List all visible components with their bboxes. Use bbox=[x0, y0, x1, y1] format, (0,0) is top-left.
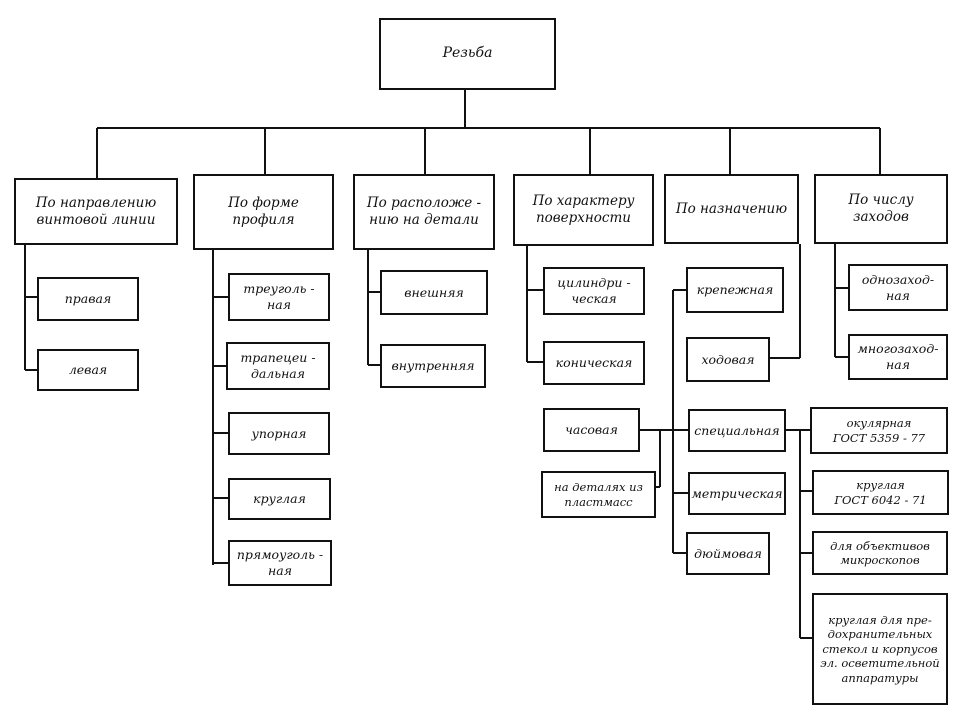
leaf-triangular: треуголь - ная bbox=[228, 273, 330, 321]
category-profile: По форме профиля bbox=[193, 174, 334, 250]
leaf-lead-screw: ходовая bbox=[686, 337, 770, 382]
leaf-eyepiece: окулярная ГОСТ 5359 - 77 bbox=[810, 407, 948, 454]
leaf-left-hand: левая bbox=[37, 349, 139, 391]
leaf-protective-glass: круглая для пре- дохранительных стекол и… bbox=[812, 593, 948, 705]
category-direction: По направлению винтовой линии bbox=[14, 178, 178, 245]
category-location: По расположе - нию на детали bbox=[353, 174, 495, 250]
leaf-round: круглая bbox=[228, 478, 331, 520]
leaf-metric: метрическая bbox=[688, 472, 786, 515]
leaf-buttress: упорная bbox=[228, 412, 330, 455]
root-node: Резьба bbox=[379, 18, 556, 90]
leaf-conical: коническая bbox=[543, 341, 645, 385]
leaf-external: внешняя bbox=[380, 270, 488, 315]
leaf-cylindrical: цилиндри - ческая bbox=[543, 267, 645, 315]
leaf-special: специальная bbox=[688, 409, 786, 452]
leaf-inch: дюймовая bbox=[686, 532, 770, 575]
leaf-rectangular: прямоуголь - ная bbox=[228, 540, 332, 586]
leaf-internal: внутренняя bbox=[380, 344, 486, 388]
category-purpose: По назначению bbox=[664, 174, 799, 244]
leaf-right-hand: правая bbox=[37, 277, 139, 321]
category-surface: По характеру поверхности bbox=[513, 174, 654, 246]
leaf-trapezoidal: трапецеи - дальная bbox=[226, 342, 330, 390]
category-starts: По числу заходов bbox=[814, 174, 948, 244]
leaf-single-start: однозаход- ная bbox=[848, 264, 948, 311]
leaf-round-gost: круглая ГОСТ 6042 - 71 bbox=[812, 470, 949, 515]
leaf-plastic-parts: на деталях из пластмасс bbox=[541, 471, 656, 518]
leaf-multi-start: многозаход- ная bbox=[848, 334, 948, 380]
leaf-fastening: крепежная bbox=[686, 267, 784, 313]
leaf-clock: часовая bbox=[543, 408, 640, 452]
leaf-microscope-objectives: для объективов микроскопов bbox=[812, 531, 948, 575]
